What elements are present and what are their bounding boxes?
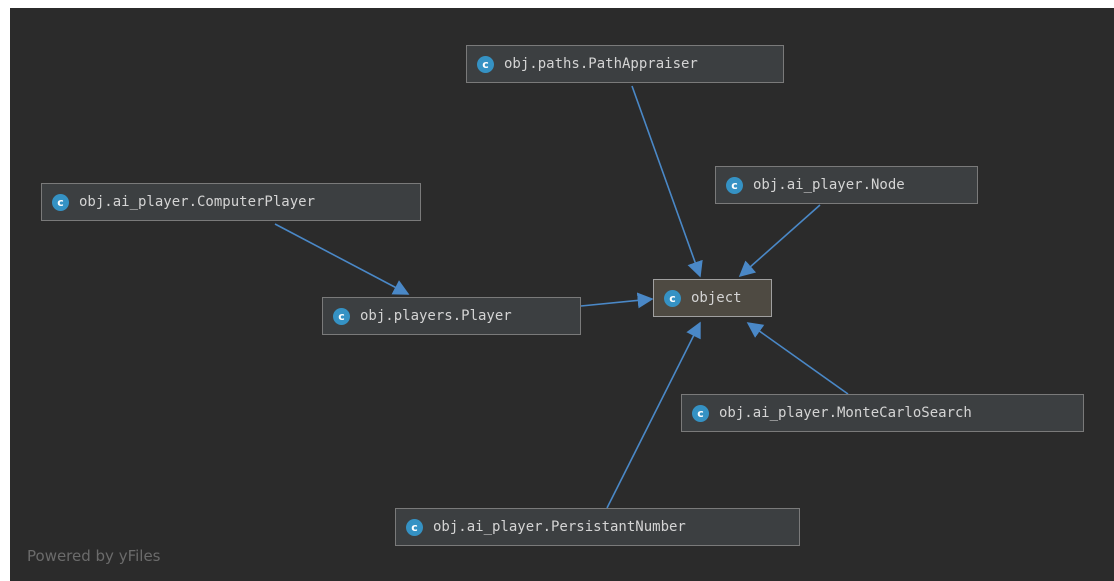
- yfiles-watermark: Powered by yFiles: [27, 547, 161, 565]
- class-node-label: obj.players.Player: [360, 308, 512, 324]
- class-node-label: obj.paths.PathAppraiser: [504, 56, 698, 72]
- class-node-label: obj.ai_player.ComputerPlayer: [79, 194, 316, 210]
- class-node-monte-carlo-search[interactable]: c obj.ai_player.MonteCarloSearch: [681, 394, 1084, 432]
- diagram-canvas: [10, 8, 1114, 581]
- class-c-icon: c: [692, 404, 709, 422]
- class-node-player[interactable]: c obj.players.Player: [322, 297, 581, 335]
- class-node-object[interactable]: c object: [653, 279, 772, 317]
- class-node-persistant-number[interactable]: c obj.ai_player.PersistantNumber: [395, 508, 800, 546]
- class-node-label: obj.ai_player.Node: [753, 177, 905, 193]
- class-c-icon: c: [406, 518, 423, 536]
- class-c-icon: c: [726, 176, 743, 194]
- class-node-label: obj.ai_player.PersistantNumber: [433, 519, 686, 535]
- class-node-label: obj.ai_player.MonteCarloSearch: [719, 405, 972, 421]
- class-c-icon: c: [477, 55, 494, 73]
- class-c-icon: c: [52, 193, 69, 211]
- class-node-node[interactable]: c obj.ai_player.Node: [715, 166, 978, 204]
- class-c-icon: c: [333, 307, 350, 325]
- class-node-label: object: [691, 290, 742, 306]
- class-c-icon: c: [664, 289, 681, 307]
- class-node-path-appraiser[interactable]: c obj.paths.PathAppraiser: [466, 45, 784, 83]
- class-node-computer-player[interactable]: c obj.ai_player.ComputerPlayer: [41, 183, 421, 221]
